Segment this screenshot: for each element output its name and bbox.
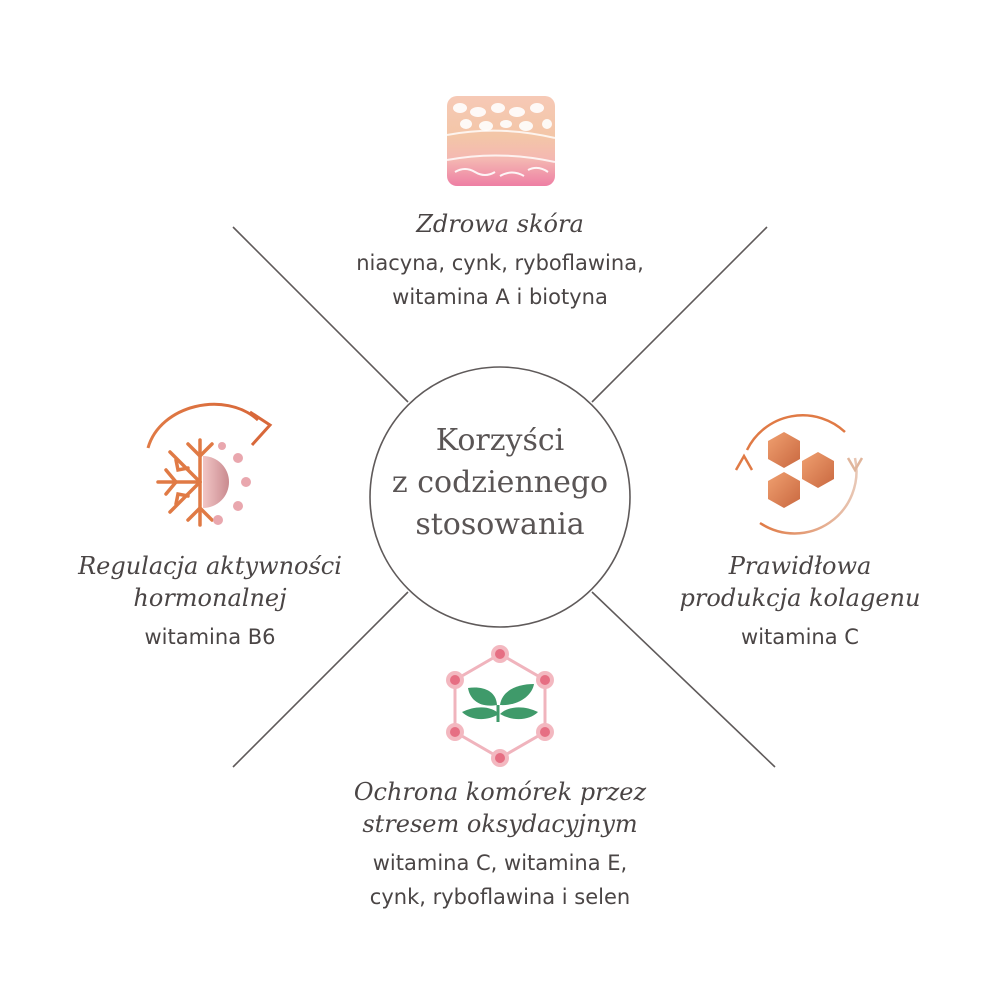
benefit-right-desc: witamina C [741,625,859,649]
benefit-bottom-desc: witamina C, witamina E, cynk, ryboflawin… [250,846,750,914]
connector-line-bottom-right [591,591,776,768]
skin-layers-icon [446,96,556,186]
connector-line-top-left [232,226,409,403]
benefit-top: Zdrowa skóra niacyna, cynk, ryboflawina,… [280,208,720,314]
benefit-bottom-title-line-2: stresem oksydacyjnym [362,810,638,838]
benefit-bottom-title-line-1: Ochrona komórek przez [353,778,647,806]
center-line-2: z codziennego [391,465,609,500]
molecule-leaf-icon [446,645,554,767]
benefit-bottom-title: Ochrona komórek przez stresem oksydacyjn… [250,776,750,840]
snowflake-sun-cycle-icon [146,402,273,527]
center-line-3: stosowania [415,507,585,542]
benefit-right: Prawidłowa produkcja kolagenu witamina C [640,550,960,654]
benefit-right-title: Prawidłowa produkcja kolagenu [640,550,960,614]
benefit-left-title-line-2: hormonalnej [133,584,287,612]
benefit-right-title-line-2: produkcja kolagenu [679,584,921,612]
center-line-1: Korzyści [435,423,565,458]
benefit-right-title-line-1: Prawidłowa [728,552,872,580]
benefit-bottom: Ochrona komórek przez stresem oksydacyjn… [250,776,750,914]
connector-line-top-right [591,226,768,403]
benefit-left-title-line-1: Regulacja aktywności [78,552,342,580]
benefit-left-desc: witamina B6 [144,625,276,649]
benefit-left: Regulacja aktywności hormonalnej witamin… [40,550,380,654]
benefit-top-desc-line-1: niacyna, cynk, ryboflawina, [356,251,644,275]
benefit-top-title: Zdrowa skóra [416,210,584,238]
benefit-left-title: Regulacja aktywności hormonalnej [40,550,380,614]
center-title: Korzyści z codziennego stosowania [380,420,620,546]
benefit-bottom-desc-line-2: cynk, ryboflawina i selen [369,885,631,909]
benefit-bottom-desc-line-1: witamina C, witamina E, [372,851,628,875]
connector-line-bottom-left [232,591,409,768]
center-circle [369,366,631,628]
hexagon-cycle-icon [734,414,864,535]
benefit-top-desc-line-2: witamina A i biotyna [392,285,608,309]
benefit-top-desc: niacyna, cynk, ryboflawina, witamina A i… [280,246,720,314]
